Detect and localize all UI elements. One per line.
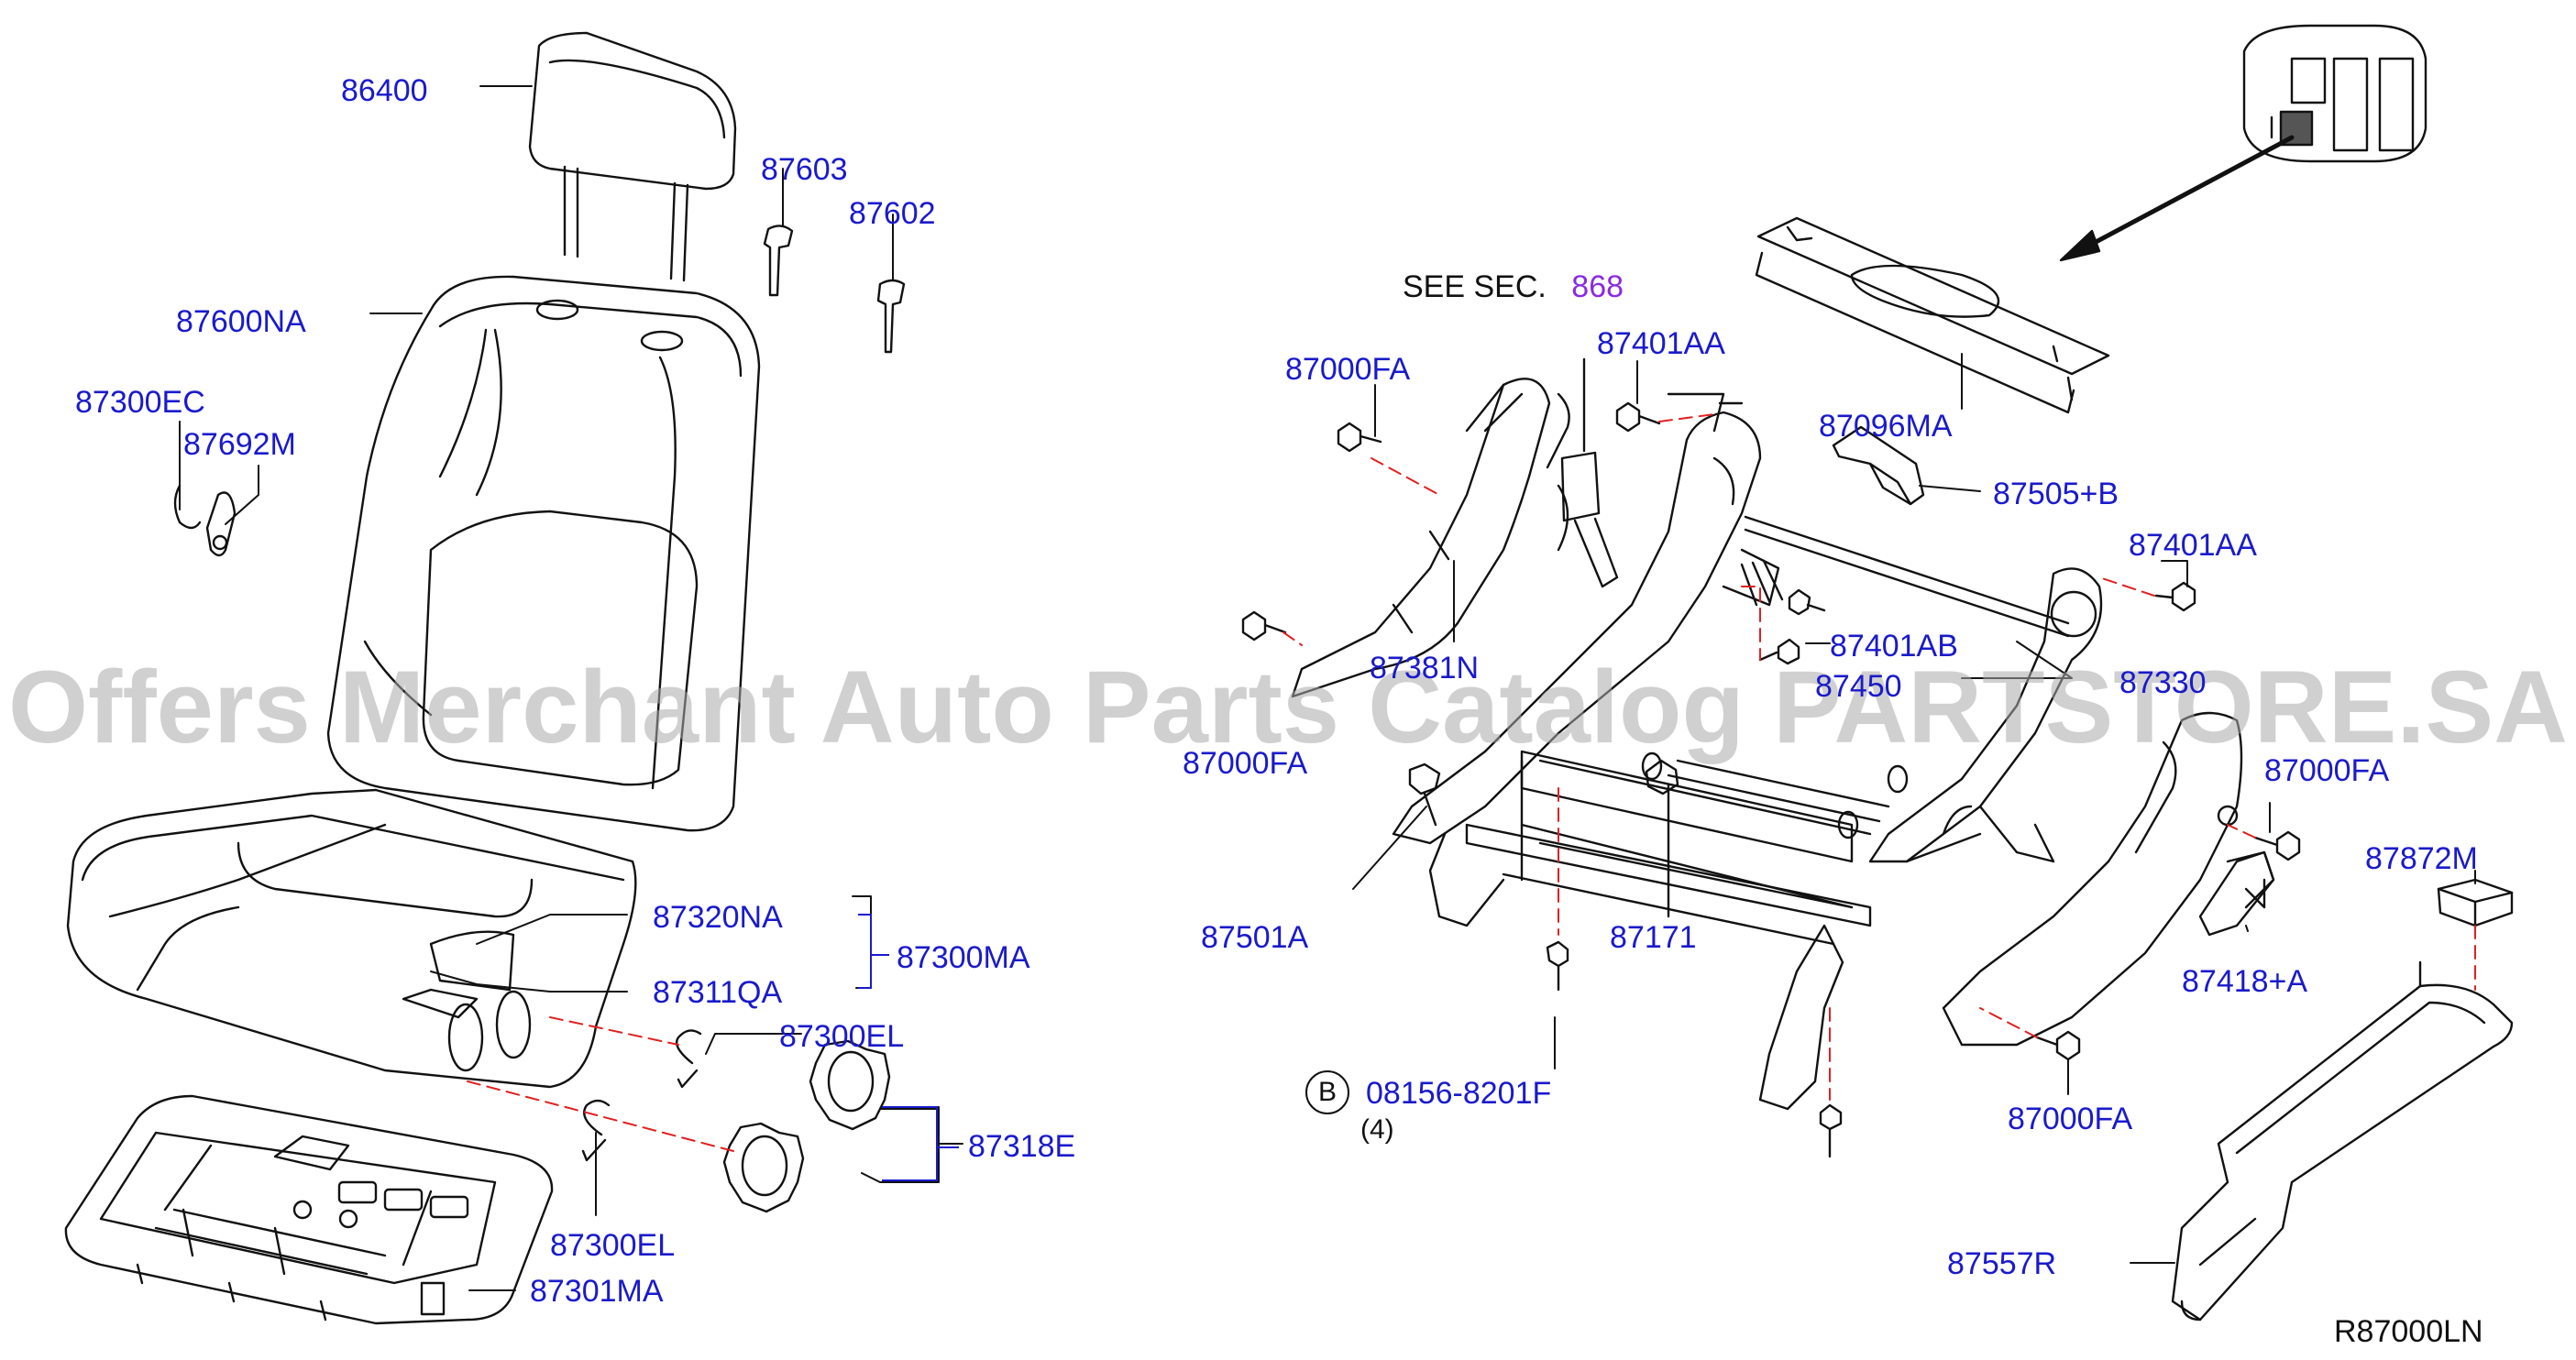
callout-87300ec[interactable]: 87300EC <box>75 385 205 420</box>
callout-87602[interactable]: 87602 <box>849 196 936 231</box>
callout-87000fa-left[interactable]: 87000FA <box>1183 746 1308 781</box>
lower-trim-drawing <box>2171 960 2514 1322</box>
callout-87381n[interactable]: 87381N <box>1370 651 1480 685</box>
callout-87450[interactable]: 87450 <box>1815 669 1902 704</box>
callout-87171[interactable]: 87171 <box>1610 920 1697 955</box>
callout-87000fa-bottom[interactable]: 87000FA <box>2008 1102 2133 1136</box>
cushion-frame-drawing <box>64 1094 554 1325</box>
seat-frame-drawing <box>1392 392 2103 1111</box>
b-marker: B <box>1305 1070 1349 1114</box>
rail-87096ma-drawing <box>1755 216 2110 414</box>
callout-87301ma[interactable]: 87301MA <box>530 1274 664 1309</box>
callout-87692m[interactable]: 87692M <box>183 427 296 462</box>
callout-87300ma[interactable]: 87300MA <box>897 940 1030 975</box>
callout-87318e[interactable]: 87318E <box>968 1129 1076 1164</box>
callout-87501a[interactable]: 87501A <box>1201 920 1309 955</box>
callout-87311qa[interactable]: 87311QA <box>653 975 783 1010</box>
callout-87300el-upper[interactable]: 87300EL <box>779 1019 905 1054</box>
callout-87872m[interactable]: 87872M <box>2365 841 2478 876</box>
seat-belt-buckle-drawing <box>1560 357 1619 588</box>
quantity-note: (4) <box>1360 1114 1394 1145</box>
location-car-icon <box>2059 24 2427 262</box>
callout-87096ma[interactable]: 87096MA <box>1819 409 1953 444</box>
callout-87000fa-right[interactable]: 87000FA <box>2264 753 2390 788</box>
callout-87000fa-top[interactable]: 87000FA <box>1285 352 1411 387</box>
callout-08156-8201f[interactable]: 08156-8201F <box>1366 1076 1552 1111</box>
callout-87401ab[interactable]: 87401AB <box>1830 629 1958 664</box>
callout-87401aa-right[interactable]: 87401AA <box>2129 528 2257 563</box>
see-section-text: SEE SEC. 868 <box>1403 271 1624 302</box>
see-section-prefix: SEE SEC. <box>1403 269 1547 304</box>
callout-87300el-lower[interactable]: 87300EL <box>550 1228 676 1263</box>
callout-87401aa-top[interactable]: 87401AA <box>1597 326 1725 361</box>
bolts-drawing <box>1241 401 2301 1158</box>
cross-rods-drawing <box>1520 515 2070 918</box>
callout-86400[interactable]: 86400 <box>341 73 428 108</box>
pins-drawing <box>763 225 906 354</box>
callout-87600na[interactable]: 87600NA <box>176 304 306 339</box>
callout-87557r[interactable]: 87557R <box>1947 1246 2057 1281</box>
callout-87418a[interactable]: 87418+A <box>2182 964 2308 999</box>
callout-87505b[interactable]: 87505+B <box>1993 477 2119 511</box>
side-shield-drawing <box>1291 378 1570 698</box>
seat-back-drawing <box>326 275 761 832</box>
callout-87320na[interactable]: 87320NA <box>653 900 783 935</box>
see-section-link[interactable]: 868 <box>1571 269 1624 304</box>
clips-knobs-drawing <box>173 484 891 1213</box>
right-leaders <box>1282 353 2476 1264</box>
bracket-87418a-drawing <box>2198 850 2275 937</box>
headrest-drawing <box>528 31 737 282</box>
clip-87505b-drawing <box>1832 425 1925 506</box>
callout-87330[interactable]: 87330 <box>2119 665 2207 700</box>
callout-87603[interactable]: 87603 <box>761 152 848 187</box>
diagram-ref-code: R87000LN <box>2334 1314 2483 1349</box>
